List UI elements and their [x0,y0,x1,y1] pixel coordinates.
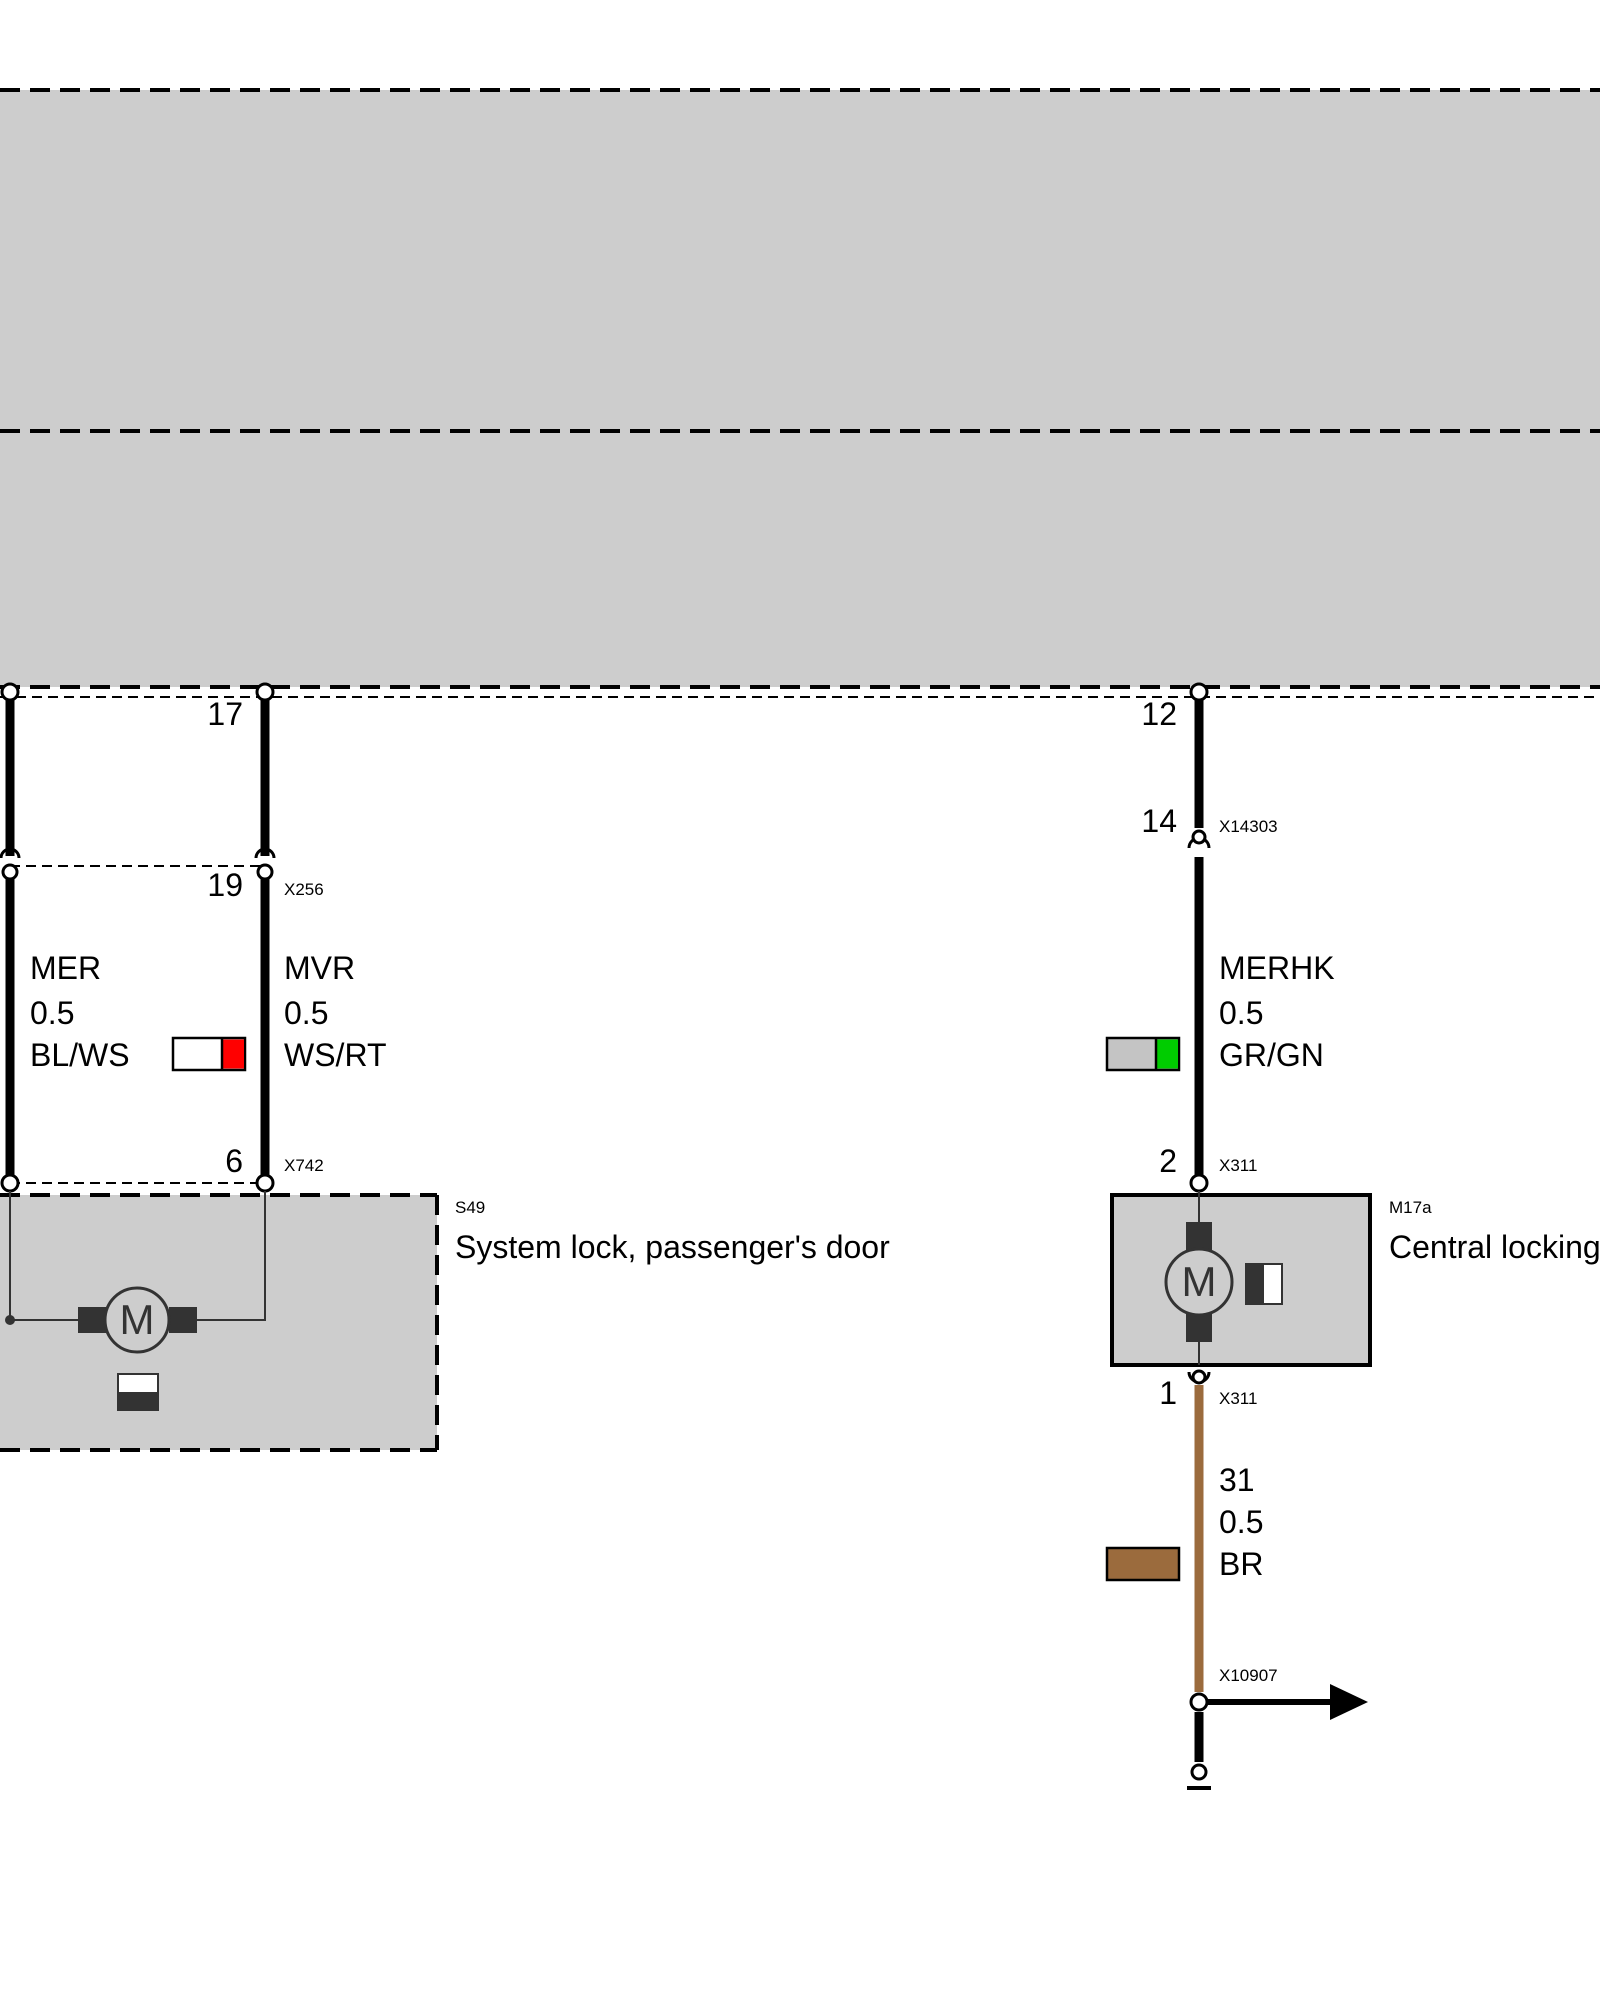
ground-terminal [1190,1763,1208,1781]
connector-x256 [0,847,276,881]
wire-signal-name: 31 [1219,1462,1255,1498]
pin-number: 19 [207,867,243,903]
socket-icon [254,847,276,859]
terminal-pin [1,863,19,881]
wire-ground [1187,1385,1368,1790]
wire-color-swatch-ws-rt [171,1036,247,1072]
motor-label: M [1182,1258,1217,1305]
wire-gauge: 0.5 [284,995,328,1031]
motor-brush-right [169,1307,197,1333]
s49-body [0,1195,437,1450]
s49-internal-wire-right [195,1191,266,1321]
connector-label: X742 [284,1156,324,1175]
wire-color-code: WS/RT [284,1037,387,1073]
socket-icon [0,847,21,859]
motor-brush-bottom [1186,1312,1212,1342]
terminal-pin [1189,1173,1209,1193]
pin-number: 12 [1141,696,1177,732]
connector-label: X14303 [1219,817,1278,836]
terminal-pin [1189,682,1209,702]
connector-label: X311 [1219,1389,1257,1408]
wire-gauge: 0.5 [1219,1504,1263,1540]
wire-signal-name: MER [30,950,101,986]
pin-number: 17 [207,696,243,732]
connector-label: X311 [1219,1156,1257,1175]
wire-signal-name: MERHK [1219,950,1335,986]
wire-color-swatch-gr-gn [1105,1036,1181,1072]
connector-label: X10907 [1219,1666,1278,1685]
component-name: Central locking [1389,1229,1600,1265]
junction-dot [5,1315,15,1325]
wire-color-code: GR/GN [1219,1037,1324,1073]
wire-merhk [1187,682,1211,1175]
pin-number: 14 [1141,803,1177,839]
wire-mvr [255,682,275,1175]
pin-number: 6 [225,1143,243,1179]
component-id: M17a [1389,1198,1432,1217]
control-module [0,88,1600,698]
wire-gauge: 0.5 [1219,995,1263,1031]
component-m17a: M [1110,1173,1372,1385]
terminal-pin [0,682,20,702]
m17a-body [1110,1193,1372,1367]
wire-mer [0,682,20,1175]
arrow-right-icon [1330,1684,1368,1720]
terminal-pin [1191,829,1207,845]
connector-label: X256 [284,880,324,899]
motor-icon [1164,1247,1234,1317]
wire-color-swatch-br [1105,1546,1181,1582]
wire-signal-name: MVR [284,950,355,986]
wire-color-code: BL/WS [30,1037,130,1073]
wire-color-code: BR [1219,1546,1263,1582]
terminal-pin [0,1173,20,1193]
terminal-pin [1191,1369,1207,1385]
terminal-pin [256,863,274,881]
terminal-pin [255,682,275,702]
component-name: System lock, passenger's door [455,1229,890,1265]
component-id: S49 [455,1198,485,1217]
junction-point [1189,1692,1209,1712]
pin-number: 2 [1159,1143,1177,1179]
motor-icon [103,1286,171,1354]
control-module-body [0,90,1600,687]
wire-gauge: 0.5 [30,995,74,1031]
component-s49: M [0,1173,439,1452]
motor-brush-top [1186,1222,1212,1252]
motor-label: M [120,1296,155,1343]
motor-brush-left [78,1307,106,1333]
pin-number: 1 [1159,1375,1177,1411]
terminal-pin [255,1173,275,1193]
